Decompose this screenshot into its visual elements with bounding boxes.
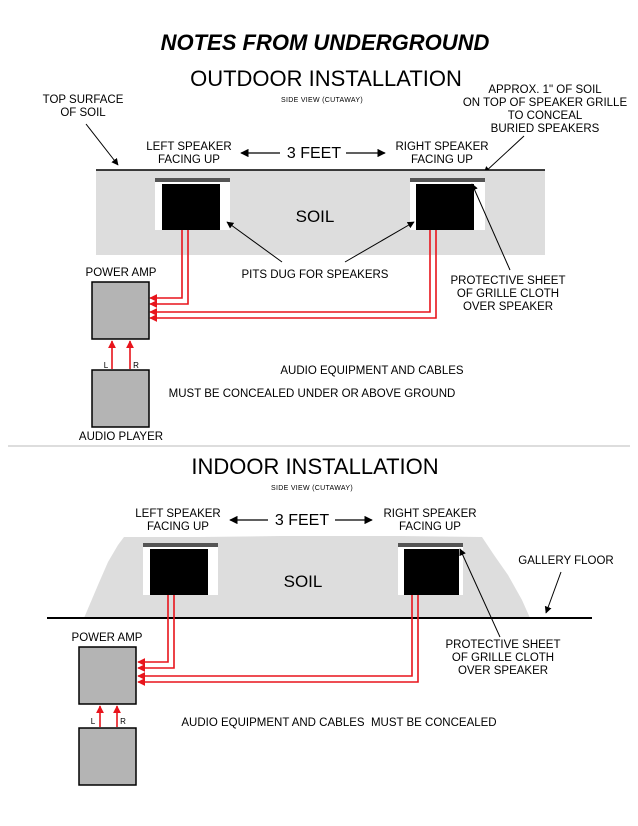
outdoor-right-speaker-label-2: FACING UP — [411, 154, 473, 166]
outdoor-left-grille-cloth — [155, 178, 230, 182]
approx-soil-label-4: BURIED SPEAKERS — [491, 123, 600, 135]
outdoor-protective-label: PROTECTIVE SHEET — [450, 275, 565, 287]
outdoor-channel-right: R — [133, 361, 139, 370]
outdoor-left-speaker-label: LEFT SPEAKER — [146, 141, 231, 153]
approx-soil-label-2: ON TOP OF SPEAKER GRILLE — [463, 97, 628, 109]
indoor-power-amp-label: POWER AMP — [72, 632, 143, 644]
indoor-subheading: SIDE VIEW (CUTAWAY) — [271, 485, 353, 492]
indoor-protective-label: PROTECTIVE SHEET — [445, 639, 560, 651]
indoor-channel-right: R — [120, 717, 126, 726]
gallery-floor-pointer — [544, 571, 562, 614]
outdoor-distance: 3 FEET — [287, 145, 341, 162]
indoor-protective-label-3: OVER SPEAKER — [458, 665, 548, 677]
indoor-power-amp — [78, 646, 137, 705]
outdoor-subheading: SIDE VIEW (CUTAWAY) — [281, 97, 363, 104]
approx-soil-pointer — [483, 135, 525, 174]
outdoor-channel-left: L — [104, 361, 109, 370]
indoor-right-grille-cloth — [398, 543, 463, 547]
page-title: NOTES FROM UNDERGROUND — [161, 30, 490, 55]
top-surface-label: TOP SURFACE — [43, 94, 124, 106]
indoor-cables — [137, 595, 419, 686]
top-surface-pointer — [85, 123, 119, 166]
indoor-channel-left: L — [91, 717, 96, 726]
indoor-player-cables — [96, 705, 121, 727]
indoor-right-speaker-label: RIGHT SPEAKER — [383, 508, 476, 520]
indoor-soil-label: SOIL — [284, 572, 323, 591]
outdoor-cables — [149, 230, 437, 322]
indoor-right-speaker-label-2: FACING UP — [399, 521, 461, 533]
outdoor-protective-label-2: OF GRILLE CLOTH — [457, 288, 559, 300]
indoor-distance: 3 FEET — [275, 512, 329, 529]
indoor-heading: INDOOR INSTALLATION — [191, 454, 438, 479]
outdoor-section: OUTDOOR INSTALLATION SIDE VIEW (CUTAWAY)… — [43, 66, 628, 443]
indoor-left-speaker — [150, 549, 208, 595]
indoor-left-speaker-label: LEFT SPEAKER — [135, 508, 220, 520]
indoor-protective-label-2: OF GRILLE CLOTH — [452, 652, 554, 664]
audio-player-label: AUDIO PLAYER — [79, 431, 163, 443]
indoor-left-speaker-label-2: FACING UP — [147, 521, 209, 533]
indoor-note: AUDIO EQUIPMENT AND CABLES MUST BE CONCE… — [181, 717, 496, 729]
outdoor-power-amp — [91, 281, 150, 340]
approx-soil-label: APPROX. 1" OF SOIL — [488, 84, 602, 96]
outdoor-left-speaker — [162, 184, 220, 230]
protective-pointer-indoor — [459, 548, 501, 638]
outdoor-audio-player — [91, 369, 150, 428]
pits-label: PITS DUG FOR SPEAKERS — [242, 269, 389, 281]
pits-pointer-right — [344, 221, 415, 263]
outdoor-power-amp-label: POWER AMP — [86, 267, 157, 279]
outdoor-left-speaker-label-2: FACING UP — [158, 154, 220, 166]
approx-soil-label-3: TO CONCEAL — [508, 110, 583, 122]
protective-pointer-outdoor — [471, 183, 511, 271]
indoor-left-grille-cloth — [143, 543, 218, 547]
outdoor-note: AUDIO EQUIPMENT AND CABLES — [280, 365, 464, 377]
outdoor-soil-label: SOIL — [296, 207, 335, 226]
pits-pointer-left — [226, 221, 283, 263]
outdoor-note-2: MUST BE CONCEALED UNDER OR ABOVE GROUND — [169, 388, 456, 400]
top-surface-label-2: OF SOIL — [60, 107, 106, 119]
gallery-floor-label: GALLERY FLOOR — [518, 555, 613, 567]
outdoor-heading: OUTDOOR INSTALLATION — [190, 66, 462, 91]
indoor-right-speaker — [404, 549, 459, 595]
outdoor-right-speaker — [416, 184, 474, 230]
outdoor-right-speaker-label: RIGHT SPEAKER — [395, 141, 488, 153]
indoor-audio-player — [78, 727, 137, 786]
indoor-section: INDOOR INSTALLATION SIDE VIEW (CUTAWAY) … — [47, 454, 614, 786]
outdoor-player-cables — [108, 340, 134, 369]
outdoor-protective-label-3: OVER SPEAKER — [463, 301, 553, 313]
outdoor-right-grille-cloth — [410, 178, 485, 182]
